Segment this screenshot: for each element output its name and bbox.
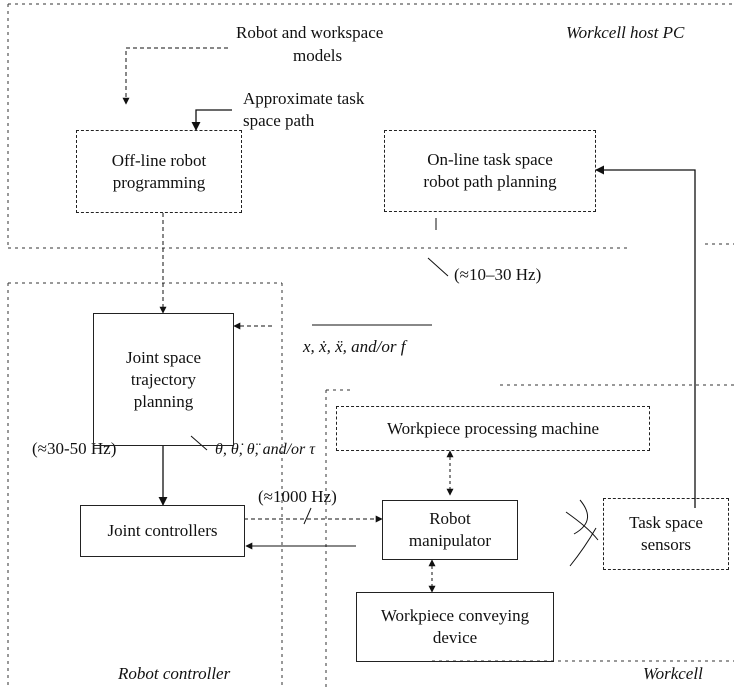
task-space-sensors-line1: Task space [629,513,703,532]
robot-manipulator-line1: Robot [429,509,471,528]
rate-tick-trajectory [190,435,208,451]
offline-programming-line1: Off-line robot [111,150,207,170]
online-planning-block: On-line task space robot path planning [384,130,596,212]
conveying-device-block: Workpiece conveying device [356,592,554,662]
task-space-sensors-line2: sensors [640,535,692,554]
rate-servo-label: (≈1000 Hz) [258,487,337,506]
sensing-symbol [565,499,599,567]
rate-host-label: (≈10–30 Hz) [454,265,542,284]
joint-controllers-block: Joint controllers [80,505,245,557]
conveying-device-line2: device [432,628,478,647]
offline-programming-block: Off-line robot programming [76,130,242,213]
rate-tick-servo [303,507,312,525]
workcell-region-title: Workcell [643,664,703,683]
rate-tick-host [427,218,449,277]
rate-trajectory-label: (≈30-50 Hz) [32,439,117,458]
conveying-device-line1: Workpiece conveying [380,606,530,625]
robot-manipulator-block: Robot manipulator [382,500,518,560]
joint-controllers-line1: Joint controllers [107,521,218,540]
trajectory-planning-block: Joint space trajectory planning [93,313,234,446]
joint-signals-label: θ, θ̇, θ̈, and/or τ [215,441,315,458]
task-path-label-line2: space path [243,111,315,130]
offline-programming-line2: programming [112,172,206,192]
task-path-arrow [191,109,232,131]
task-space-signals-label: x, ẋ, ẍ, and/or f [303,337,406,356]
robot-manipulator-line2: manipulator [408,531,492,550]
task-path-label-line1: Approximate task [243,89,365,108]
online-planning-line2: robot path planning [423,172,557,191]
online-planning-line1: On-line task space [427,150,553,169]
trajectory-planning-line2: trajectory [130,369,197,389]
robot-controller-region-title: Robot controller [118,664,231,683]
trajectory-planning-line1: Joint space [125,347,202,367]
trajectory-planning-line3: planning [133,391,194,411]
host-pc-region-title: Workcell host PC [566,23,685,42]
processing-machine-block: Workpiece processing machine [336,406,650,451]
models-label-line2: models [293,46,343,65]
models-arrow [122,47,228,105]
models-label-line1: Robot and workspace [236,23,384,42]
sensors-to-online-arrow [595,165,696,508]
task-space-sensors-block: Task space sensors [603,498,729,570]
processing-machine-line1: Workpiece processing machine [387,418,599,438]
